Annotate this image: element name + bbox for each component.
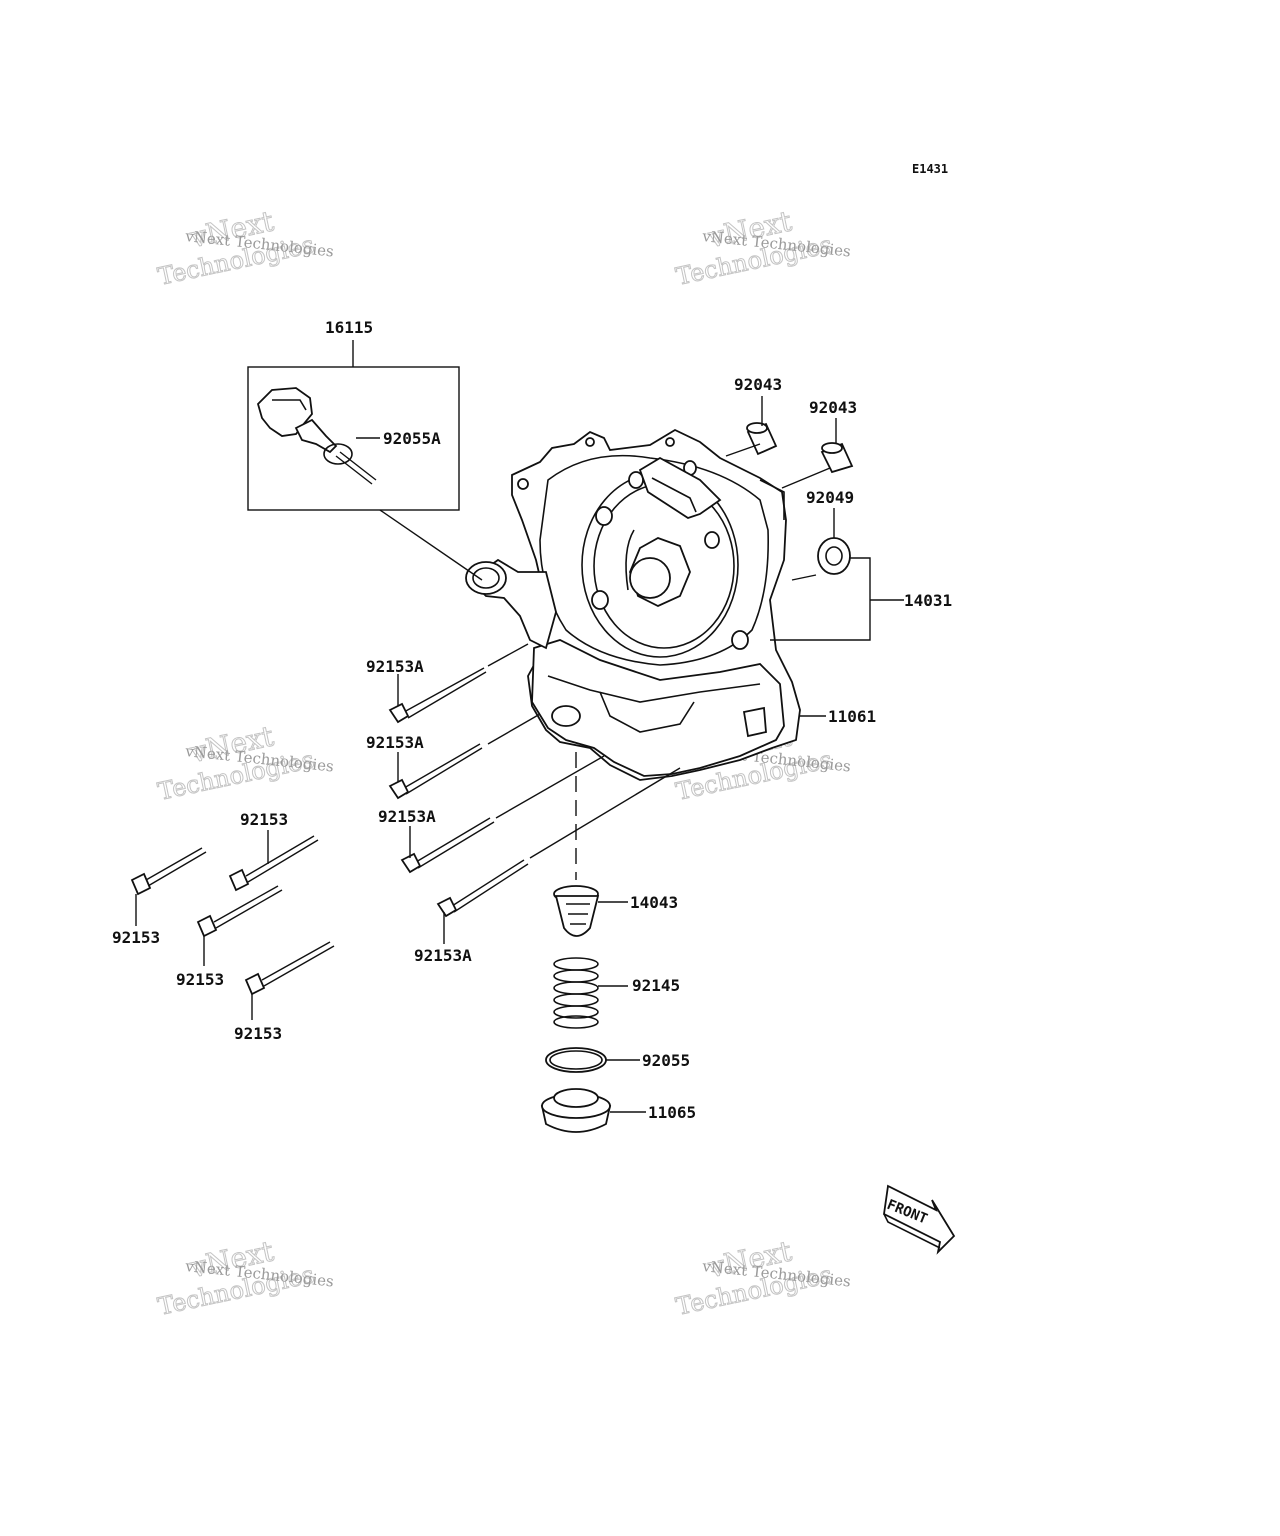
watermark: vNext Technologies vNext Technologies [155,1234,335,1322]
part-label-92153: 92153 [176,970,224,989]
part-label-92043: 92043 [809,398,857,417]
o-ring-drawing [545,1047,607,1073]
oil-screen-drawing [553,885,600,937]
spring-drawing [553,957,599,1029]
bolt-drawing [130,847,207,896]
dowel-pin-drawing [820,442,854,474]
bolt-drawing [228,835,319,892]
part-label-92153: 92153 [234,1024,282,1043]
part-label-14031: 14031 [904,591,952,610]
part-label-11061: 11061 [828,707,876,726]
crankcase-cover-drawing [465,428,801,781]
bolt-drawing [436,859,529,918]
watermark: vNext Technologies vNext Technologies [673,1234,852,1322]
dipstick-drawing [256,387,377,485]
part-label-92145: 92145 [632,976,680,995]
oil-seal-drawing [817,537,851,575]
part-label-92153a: 92153A [414,946,472,965]
bolt-drawing [244,941,335,996]
drain-plug-drawing [540,1088,612,1133]
part-label-16115: 16115 [325,318,373,337]
bolt-drawing [388,667,487,724]
part-label-92153a: 92153A [378,807,436,826]
part-label-92055: 92055 [642,1051,690,1070]
part-label-92153a: 92153A [366,733,424,752]
front-arrow-icon: FRONT [883,1184,956,1255]
part-label-11065: 11065 [648,1103,696,1122]
diagram-code: E1431 [912,162,948,176]
watermark: vNext Technologies vNext Technologies [673,204,852,292]
part-label-92043: 92043 [734,375,782,394]
bolt-drawing [196,885,283,938]
watermark: vNext Technologies vNext Technologies [155,719,335,807]
leader-lines [135,340,904,1113]
part-label-92055a: 92055A [383,429,441,448]
part-label-92153: 92153 [112,928,160,947]
part-label-92153: 92153 [240,810,288,829]
part-label-92153a: 92153A [366,657,424,676]
part-label-92049: 92049 [806,488,854,507]
part-label-14043: 14043 [630,893,678,912]
watermark: vNext Technologies vNext Technologies [155,204,335,292]
bolt-drawing [400,817,495,874]
bolt-drawing [388,743,483,800]
dowel-pin-drawing [746,422,778,456]
